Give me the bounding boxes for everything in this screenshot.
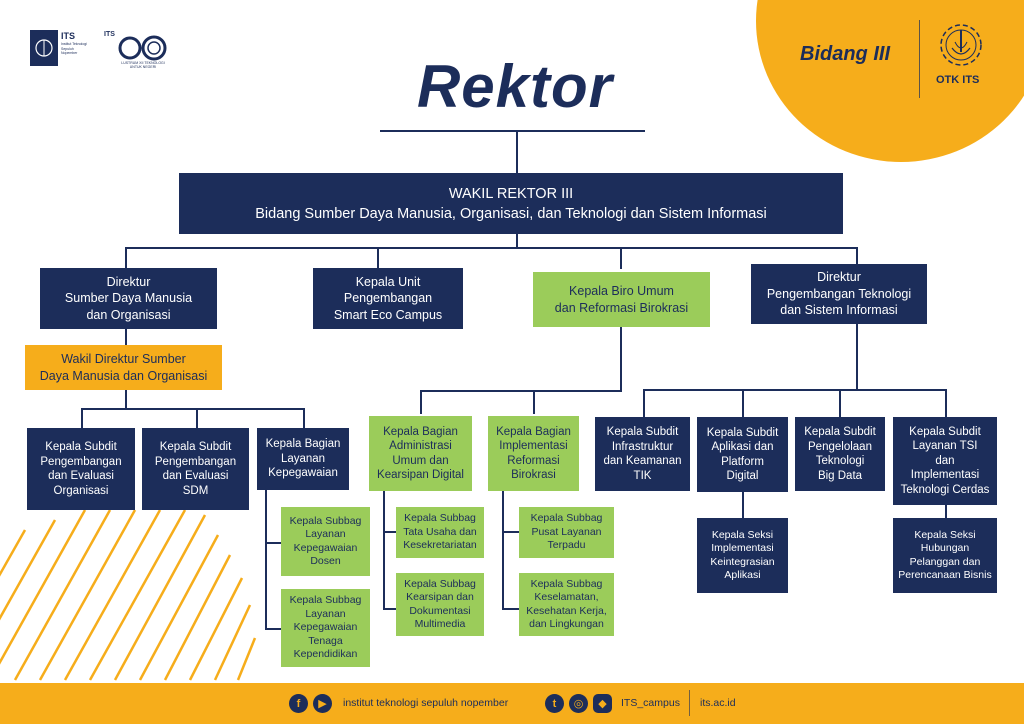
kepala-biro-umum-box[interactable]: Kepala Biro Umum dan Reformasi Birokrasi bbox=[533, 272, 710, 327]
connector bbox=[81, 408, 305, 410]
footer-handle[interactable]: ITS_campus bbox=[621, 697, 680, 709]
connector bbox=[125, 247, 858, 249]
seksi-hubungan-pelanggan-box[interactable]: Kepala Seksi Hubungan Pelanggan dan Pere… bbox=[893, 518, 997, 593]
footer-institution: institut teknologi sepuluh nopember bbox=[343, 697, 509, 709]
direktur-tsi-box[interactable]: Direktur Pengembangan Teknologi dan Sist… bbox=[751, 264, 927, 324]
subbag-kearsipan-box[interactable]: Kepala Subbag Kearsipan dan Dokumentasi … bbox=[396, 573, 484, 636]
connector bbox=[125, 389, 127, 409]
instagram-icon[interactable]: ◎ bbox=[569, 694, 588, 713]
connector bbox=[516, 234, 518, 248]
connector bbox=[383, 608, 397, 610]
footer-website[interactable]: its.ac.id bbox=[700, 697, 736, 709]
bidang-label: Bidang III bbox=[800, 43, 890, 65]
connector bbox=[383, 490, 385, 610]
wakil-rektor-subtitle: Bidang Sumber Daya Manusia, Organisasi, … bbox=[255, 205, 767, 222]
seksi-keintegrasian-aplikasi-box[interactable]: Kepala Seksi Implementasi Keintegrasian … bbox=[697, 518, 788, 593]
connector bbox=[303, 408, 305, 428]
youtube-icon[interactable]: ▶ bbox=[313, 694, 332, 713]
connector bbox=[125, 328, 127, 346]
bagian-implementasi-reformasi-box[interactable]: Kepala Bagian Implementasi Reformasi Bir… bbox=[488, 416, 579, 491]
connector bbox=[620, 247, 622, 269]
facebook-icon[interactable]: f bbox=[289, 694, 308, 713]
subdit-aplikasi-box[interactable]: Kepala Subdit Aplikasi dan Platform Digi… bbox=[697, 417, 788, 492]
subbag-kepegawaian-tendik-box[interactable]: Kepala Subbag Layanan Kepegawaian Tenaga… bbox=[281, 589, 370, 667]
its-logo-text: ITS bbox=[61, 31, 76, 41]
page-title: Rektor bbox=[416, 53, 614, 120]
its-gear-emblem-icon bbox=[940, 24, 982, 66]
wakil-rektor-box[interactable]: WAKIL REKTOR III Bidang Sumber Daya Manu… bbox=[179, 173, 843, 234]
footer-divider bbox=[689, 690, 690, 716]
bagian-layanan-kepegawaian-box[interactable]: Kepala Bagian Layanan Kepegawaian bbox=[257, 428, 349, 490]
svg-text:ITS: ITS bbox=[104, 31, 115, 38]
subdit-evaluasi-organisasi-box[interactable]: Kepala Subdit Pengembangan dan Evaluasi … bbox=[27, 428, 135, 510]
its-shield-icon bbox=[30, 30, 58, 66]
connector bbox=[265, 490, 267, 630]
subbag-tata-usaha-box[interactable]: Kepala Subbag Tata Usaha dan Kesekretari… bbox=[396, 507, 484, 558]
footer-bar: f ▶ institut teknologi sepuluh nopember … bbox=[0, 683, 1024, 724]
subdit-evaluasi-sdm-box[interactable]: Kepala Subdit Pengembangan dan Evaluasi … bbox=[142, 428, 249, 510]
connector bbox=[502, 531, 519, 533]
its-60-subtext: LUSTRUM XII TEKNOLOGI UNTUK NEGERI bbox=[121, 61, 165, 69]
connector bbox=[502, 490, 504, 610]
connector bbox=[81, 408, 83, 428]
connector bbox=[945, 505, 947, 519]
twitter-icon[interactable]: t bbox=[545, 694, 564, 713]
bagian-administrasi-umum-box[interactable]: Kepala Bagian Administrasi Umum dan Kear… bbox=[369, 416, 472, 491]
wakil-direktur-box[interactable]: Wakil Direktur Sumber Daya Manusia dan O… bbox=[25, 345, 222, 390]
subbag-pusat-layanan-box[interactable]: Kepala Subbag Pusat Layanan Terpadu bbox=[519, 507, 614, 558]
connector bbox=[265, 628, 281, 630]
its-60-emblem-icon: ITS bbox=[104, 31, 167, 61]
subbag-kepegawaian-dosen-box[interactable]: Kepala Subbag Layanan Kepegawaian Dosen bbox=[281, 507, 370, 576]
connector bbox=[265, 542, 281, 544]
connector bbox=[420, 390, 622, 392]
connector bbox=[643, 389, 645, 417]
connector bbox=[380, 130, 645, 132]
its-60-logo: ITS LUSTRUM XII TEKNOLOGI UNTUK NEGERI bbox=[104, 28, 170, 70]
connector bbox=[856, 247, 858, 265]
connector bbox=[839, 389, 841, 417]
connector bbox=[620, 326, 622, 392]
line-icon[interactable]: ◆ bbox=[593, 694, 612, 713]
connector bbox=[502, 608, 519, 610]
header-divider bbox=[919, 20, 920, 98]
connector bbox=[420, 390, 422, 414]
otk-label: OTK ITS bbox=[936, 74, 980, 86]
connector bbox=[516, 130, 518, 174]
connector bbox=[742, 389, 744, 417]
connector bbox=[533, 390, 535, 414]
connector bbox=[196, 408, 198, 428]
subdit-infrastruktur-box[interactable]: Kepala Subdit Infrastruktur dan Keamanan… bbox=[595, 417, 690, 491]
connector bbox=[643, 389, 945, 391]
kepala-unit-sec-box[interactable]: Kepala Unit Pengembangan Smart Eco Campu… bbox=[313, 268, 463, 329]
connector bbox=[383, 531, 397, 533]
connector bbox=[856, 323, 858, 391]
direktur-sdm-box[interactable]: Direktur Sumber Daya Manusia dan Organis… bbox=[40, 268, 217, 329]
connector bbox=[377, 247, 379, 269]
wakil-rektor-title: WAKIL REKTOR III bbox=[448, 185, 574, 202]
its-logo-subtext: Institut Teknologi Sepuluh Nopember bbox=[61, 42, 88, 55]
decorative-stripes bbox=[0, 509, 257, 681]
subdit-big-data-box[interactable]: Kepala Subdit Pengelolaan Teknologi Big … bbox=[795, 417, 885, 491]
connector bbox=[742, 492, 744, 518]
subbag-k3l-box[interactable]: Kepala Subbag Keselamatan, Kesehatan Ker… bbox=[519, 573, 614, 636]
connector bbox=[945, 389, 947, 417]
subdit-layanan-tsi-box[interactable]: Kepala Subdit Layanan TSI dan Implementa… bbox=[893, 417, 997, 505]
its-logo: ITS Institut Teknologi Sepuluh Nopember bbox=[30, 30, 92, 68]
connector bbox=[125, 247, 127, 269]
